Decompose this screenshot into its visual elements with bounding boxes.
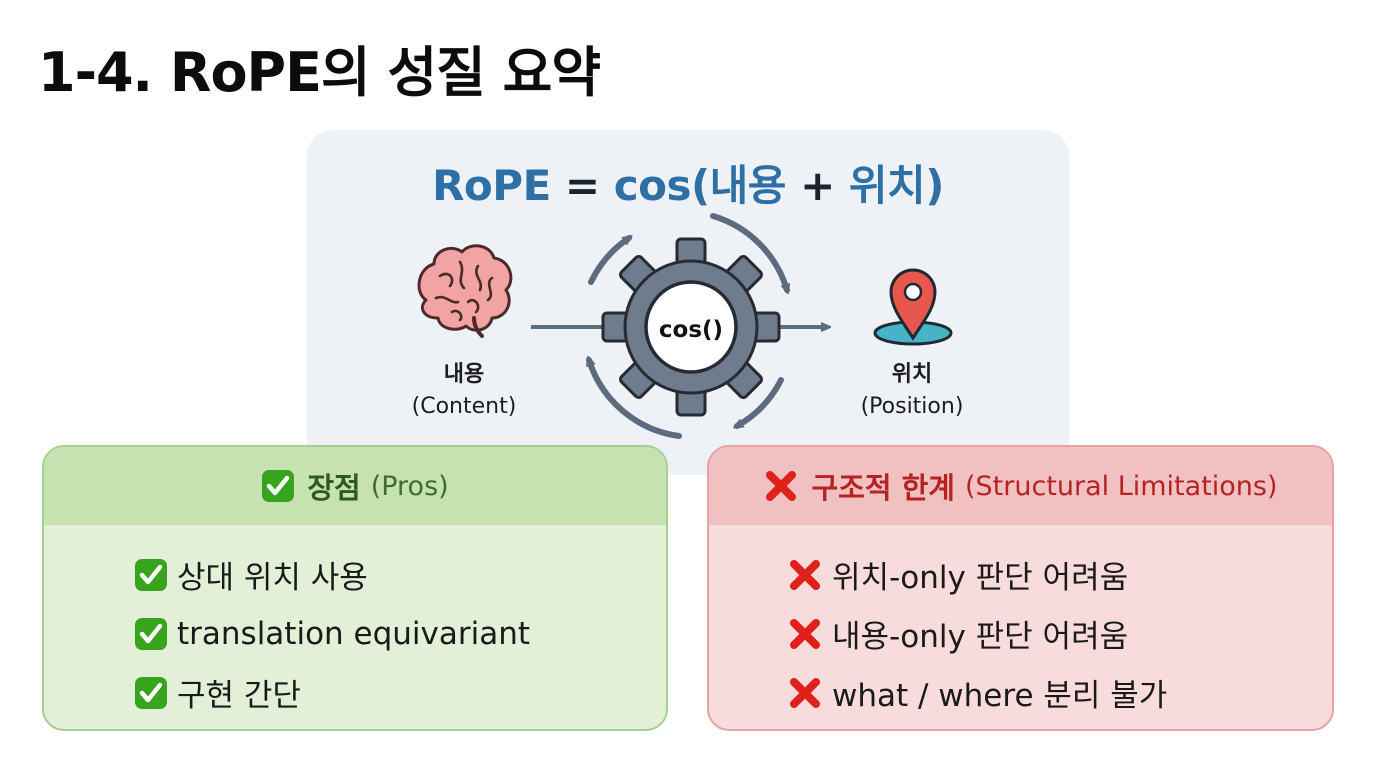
cons-subtitle: (Structural Limitations): [965, 471, 1278, 502]
pros-title: 장점: [307, 465, 360, 507]
cons-list: 위치-only 판단 어려움 내용-only 판단 어려움 what / whe…: [709, 525, 1332, 722]
position-label-en: (Position): [832, 394, 992, 419]
pros-subtitle: (Pros): [371, 471, 449, 502]
cons-item-text: 위치-only 판단 어려움: [832, 552, 1128, 597]
pros-card: 장점 (Pros) 상대 위치 사용 translation equivaria…: [42, 445, 668, 731]
gear-label: cos(): [659, 317, 723, 343]
content-label-ko: 내용: [384, 356, 544, 388]
rope-formula: RoPE = cos(내용 + 위치): [307, 152, 1069, 213]
formula-plus: +: [800, 161, 835, 210]
position-label-ko: 위치: [832, 356, 992, 388]
cons-item-text: 내용-only 판단 어려움: [832, 611, 1128, 656]
pros-item-text: 상대 위치 사용: [177, 552, 368, 597]
cons-header: 구조적 한계 (Structural Limitations): [709, 447, 1332, 525]
list-item: 상대 위치 사용: [134, 545, 666, 604]
formula-equals: =: [565, 161, 600, 210]
formula-cos: cos(: [614, 161, 710, 210]
formula-close: ): [925, 161, 944, 210]
check-icon: [261, 469, 295, 503]
list-item: translation equivariant: [134, 604, 666, 663]
cons-title: 구조적 한계: [811, 465, 955, 507]
check-icon: [134, 617, 168, 651]
rope-diagram-panel: cos() RoPE = cos(내용 + 위치) 내용 (Content) 위…: [307, 130, 1069, 475]
cross-icon: [787, 616, 823, 652]
content-node-label: 내용 (Content): [384, 356, 544, 419]
pros-item-text: translation equivariant: [177, 616, 530, 652]
position-node-label: 위치 (Position): [832, 356, 992, 419]
list-item: what / where 분리 불가: [787, 663, 1332, 722]
list-item: 내용-only 판단 어려움: [787, 604, 1332, 663]
formula-content-term: 내용: [710, 161, 786, 210]
check-icon: [134, 558, 168, 592]
cross-icon: [787, 557, 823, 593]
pros-list: 상대 위치 사용 translation equivariant 구현 간단: [44, 525, 666, 722]
pros-header: 장점 (Pros): [44, 447, 666, 525]
cons-card: 구조적 한계 (Structural Limitations) 위치-only …: [707, 445, 1334, 731]
content-label-en: (Content): [384, 394, 544, 419]
cross-icon: [763, 468, 799, 504]
page-title: 1-4. RoPE의 성질 요약: [38, 28, 600, 107]
brain-icon: [419, 246, 511, 336]
cross-icon: [787, 675, 823, 711]
list-item: 구현 간단: [134, 663, 666, 722]
map-pin-icon: [875, 270, 951, 344]
list-item: 위치-only 판단 어려움: [787, 545, 1332, 604]
formula-rope: RoPE: [432, 161, 551, 210]
formula-position-term: 위치: [849, 161, 925, 210]
check-icon: [134, 676, 168, 710]
pros-item-text: 구현 간단: [177, 670, 301, 715]
cons-item-text: what / where 분리 불가: [832, 670, 1167, 715]
